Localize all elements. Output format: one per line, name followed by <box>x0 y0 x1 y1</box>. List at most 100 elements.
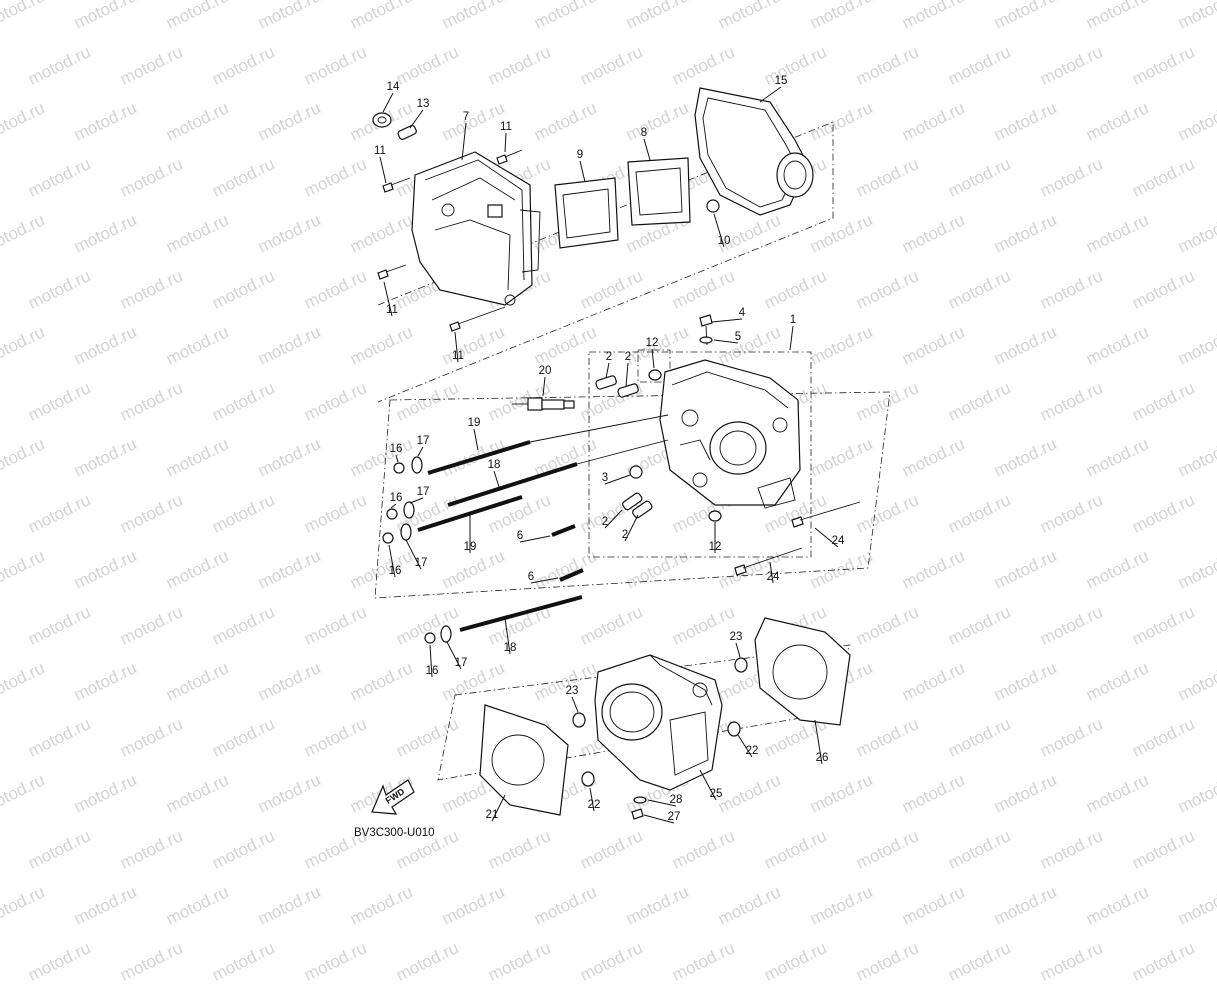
callout-leader <box>789 325 794 351</box>
cylinder-25 <box>594 654 723 791</box>
watermark-text: motod.ru <box>485 938 554 985</box>
callout-leader <box>473 428 479 451</box>
watermark-text: motod.ru <box>301 938 370 985</box>
callout-number: 22 <box>746 745 759 757</box>
valve-cover <box>411 151 541 306</box>
callout-leader <box>711 318 743 323</box>
watermark-text: motod.ru <box>25 938 94 985</box>
callout-leader <box>519 535 551 543</box>
callout-number: 19 <box>464 541 477 553</box>
callout-leader <box>379 156 387 184</box>
watermark-text: motod.ru <box>117 938 186 985</box>
callout-leader <box>390 503 397 509</box>
callout-number: 28 <box>670 794 683 806</box>
callout-number: 24 <box>767 571 780 583</box>
callout-number: 14 <box>387 81 400 93</box>
callout-leader <box>651 348 655 369</box>
callout-leader <box>604 474 631 485</box>
fwd-arrow: FWD <box>371 779 415 815</box>
callout-leader <box>624 514 639 542</box>
gasket-9 <box>554 177 619 249</box>
callout-number: 11 <box>452 350 464 362</box>
callout-leader <box>625 362 629 387</box>
callout-leader <box>713 339 739 344</box>
cover-plane <box>377 121 834 403</box>
bolt-10 <box>706 199 720 213</box>
callout-number: 18 <box>488 459 501 471</box>
callout-number: 2 <box>625 351 631 363</box>
callout-number: 11 <box>386 304 398 316</box>
callout-number: 6 <box>528 571 534 583</box>
callout-number: 16 <box>389 565 402 577</box>
callout-number: 1 <box>790 314 796 326</box>
callout-leader <box>383 281 393 317</box>
callout-leader <box>814 719 823 765</box>
callout-number: 2 <box>602 516 608 528</box>
callout-number: 16 <box>390 492 403 504</box>
callout-leader <box>493 470 501 491</box>
callout-leader <box>409 497 424 504</box>
callout-leader <box>446 641 462 670</box>
callout-leader <box>382 92 394 113</box>
callout-number: 17 <box>417 435 430 447</box>
watermark-text: motod.ru <box>209 938 278 985</box>
callout-number: 8 <box>641 127 647 139</box>
callout-number: 7 <box>463 111 469 123</box>
gasket-8 <box>627 157 691 226</box>
base-gasket-21 <box>479 704 569 816</box>
callout-number: 22 <box>588 799 601 811</box>
callout-number: 3 <box>602 472 608 484</box>
callout-number: 18 <box>504 642 517 654</box>
callout-number: 6 <box>517 530 523 542</box>
callout-number: 10 <box>718 235 731 247</box>
studs <box>417 414 669 632</box>
watermark-text: motod.ru <box>0 938 2 985</box>
watermark-text: motod.ru <box>853 938 922 985</box>
callout-number: 23 <box>730 631 743 643</box>
callout-number: 12 <box>709 541 722 553</box>
callout-leader <box>735 642 741 658</box>
small-parts <box>551 314 861 582</box>
bolt-11-set <box>377 149 523 332</box>
callout-leader <box>643 814 675 824</box>
callout-number: 2 <box>622 529 628 541</box>
callout-number: 13 <box>417 98 430 110</box>
watermark-text: motod.ru <box>761 938 830 985</box>
callout-number: 11 <box>500 121 512 133</box>
callout-number: 9 <box>577 149 583 161</box>
callout-leader <box>530 577 559 584</box>
callout-leader <box>713 213 725 248</box>
callout-number: 2 <box>606 351 612 363</box>
exploded-view-svg: FWD BV3C300-U010 12222345667891011111111… <box>354 75 891 839</box>
callout-number: 17 <box>417 486 430 498</box>
callout-leader <box>395 454 399 463</box>
callout-leader <box>571 696 579 713</box>
callout-number: 19 <box>468 417 481 429</box>
callout-leader <box>417 446 424 457</box>
watermark-text: motod.ru <box>577 938 646 985</box>
callout-leader <box>461 122 467 161</box>
callout-number: 25 <box>710 788 723 800</box>
callout-leader <box>454 331 459 363</box>
diagram-code: BV3C300-U010 <box>354 827 435 839</box>
watermark-text: motod.ru <box>1129 938 1198 985</box>
callout-number: 26 <box>816 752 829 764</box>
callout-number: 23 <box>566 685 579 697</box>
callout-leader <box>409 109 424 129</box>
callout-leader <box>643 138 651 161</box>
callout-leader <box>814 527 839 548</box>
callout-number: 12 <box>646 337 659 349</box>
callout-leader <box>699 769 717 801</box>
callout-number: 24 <box>832 535 845 547</box>
watermark-text: motod.ru <box>393 938 462 985</box>
seal-14 <box>372 112 392 128</box>
callout-leader <box>759 86 782 103</box>
spark-plug-20 <box>512 397 575 411</box>
callout-number: 17 <box>455 657 468 669</box>
callout-leader <box>604 509 623 529</box>
callout-leader <box>737 734 753 758</box>
callout-number: 11 <box>374 145 386 157</box>
watermark-text: motod.ru <box>945 938 1014 985</box>
